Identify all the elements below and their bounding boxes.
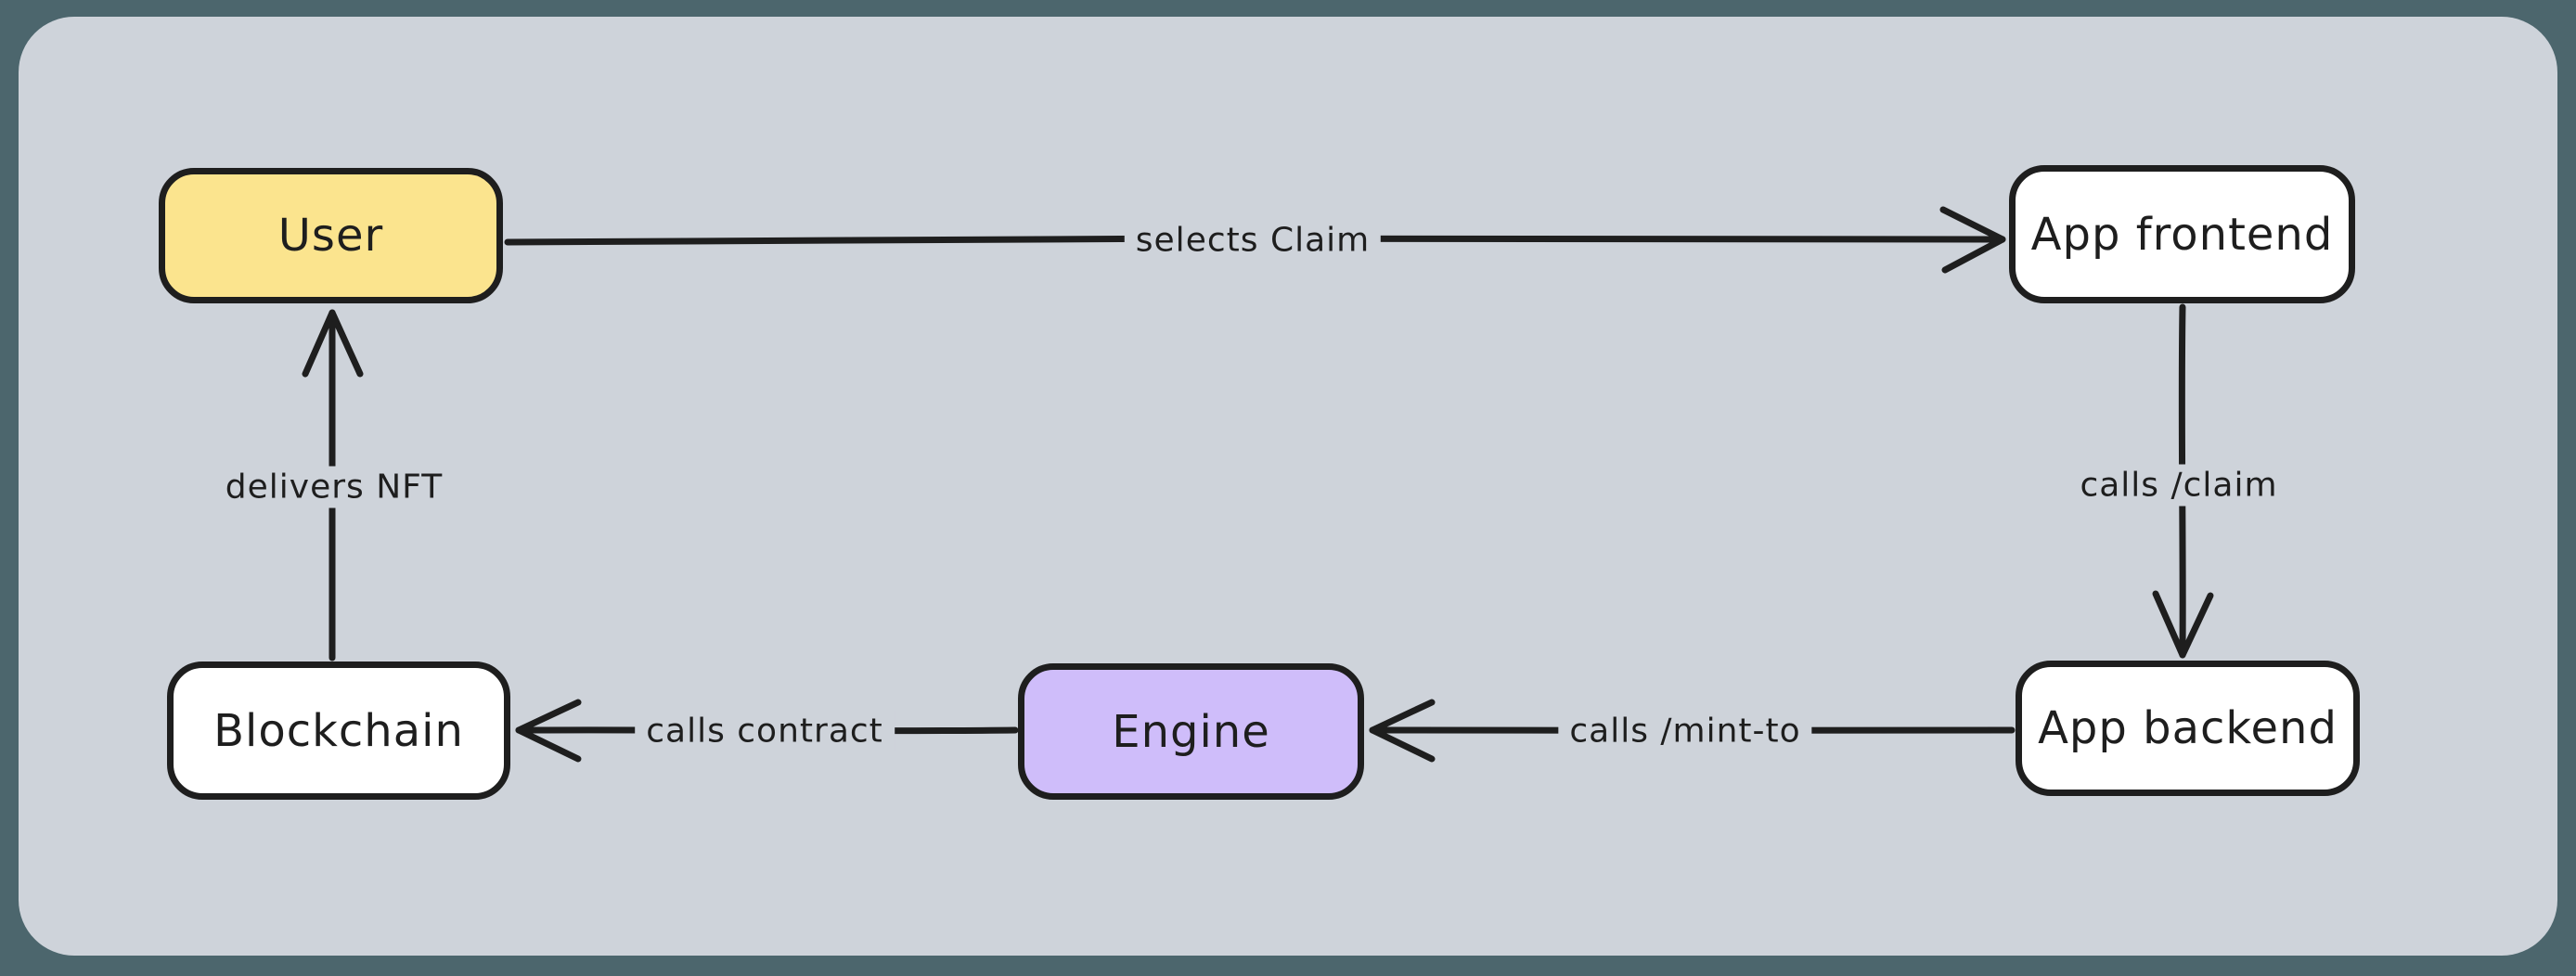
node-user-label: User bbox=[277, 210, 384, 262]
node-app-backend: App backend bbox=[2016, 661, 2360, 796]
edge-label-calls-mint-to: calls /mint-to bbox=[1558, 710, 1812, 752]
node-engine-label: Engine bbox=[1112, 705, 1270, 758]
edge-label-calls-claim: calls /claim bbox=[2068, 464, 2289, 507]
edge-label-calls-contract: calls contract bbox=[635, 710, 895, 752]
node-app-frontend: App frontend bbox=[2009, 165, 2355, 303]
edge-label-selects-claim: selects Claim bbox=[1124, 219, 1382, 262]
node-engine: Engine bbox=[1018, 663, 1364, 800]
node-user: User bbox=[159, 168, 503, 303]
node-app-backend-label: App backend bbox=[2038, 702, 2338, 754]
node-blockchain-label: Blockchain bbox=[213, 704, 464, 757]
edge-label-delivers-nft: delivers NFT bbox=[213, 466, 455, 508]
node-blockchain: Blockchain bbox=[167, 661, 510, 800]
node-app-frontend-label: App frontend bbox=[2030, 208, 2334, 261]
